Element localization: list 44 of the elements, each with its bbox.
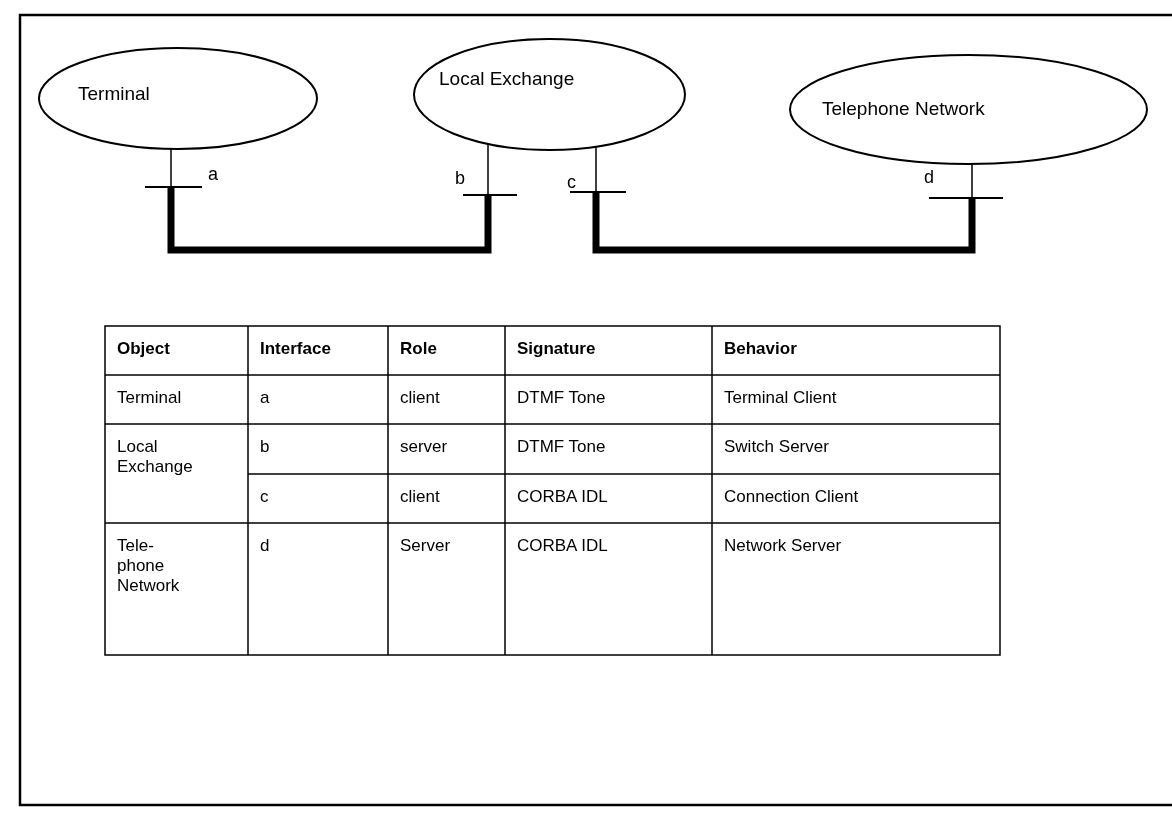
- table-text: server: [400, 437, 448, 457]
- interface-stem: [170, 148, 172, 188]
- object-ellipse: [789, 54, 1148, 165]
- connection-line: [167, 187, 492, 254]
- interface-stem: [487, 143, 489, 196]
- object-ellipse: [38, 47, 318, 150]
- object-name: Local Exchange: [439, 68, 575, 90]
- table-text: DTMF Tone: [517, 388, 606, 408]
- table-text: Connection Client: [724, 487, 859, 507]
- table-text: Server: [400, 536, 451, 556]
- table-text: client: [400, 388, 440, 408]
- table-text: Terminal Client: [724, 388, 837, 408]
- table-text: CORBA IDL: [517, 487, 608, 507]
- object-name: Terminal: [78, 83, 150, 105]
- connection-line: [592, 192, 976, 254]
- table-text: Switch Server: [724, 437, 829, 457]
- interface-label: c: [567, 172, 576, 192]
- interface-bar: [570, 191, 626, 194]
- column-header: Object: [117, 339, 171, 359]
- table-text: Terminal: [117, 388, 183, 408]
- table-text: Local Exchange: [117, 437, 194, 477]
- table-text: Network Server: [724, 536, 842, 556]
- interface-label: b: [455, 168, 465, 188]
- interface-stem: [971, 163, 973, 199]
- interface-bar: [929, 197, 1003, 200]
- table-text: d: [260, 536, 270, 556]
- table-text: b: [260, 437, 270, 457]
- interface-bar: [145, 186, 202, 189]
- table-text: c: [260, 487, 269, 507]
- interface-bar: [463, 194, 517, 197]
- table-text: a: [260, 388, 270, 408]
- table-text: CORBA IDL: [517, 536, 608, 556]
- column-header: Interface: [260, 339, 331, 359]
- interface-stem: [595, 145, 597, 193]
- object-name: Telephone Network: [822, 98, 985, 120]
- column-header: Signature: [517, 339, 596, 359]
- table-text: client: [400, 487, 440, 507]
- interface-label: a: [208, 164, 218, 184]
- object-ellipse: [413, 38, 686, 151]
- column-header: Role: [400, 339, 437, 359]
- table-text: DTMF Tone: [517, 437, 606, 457]
- table-text: Tele- phone Network: [117, 536, 181, 596]
- interface-label: d: [924, 167, 934, 187]
- column-header: Behavior: [724, 339, 797, 359]
